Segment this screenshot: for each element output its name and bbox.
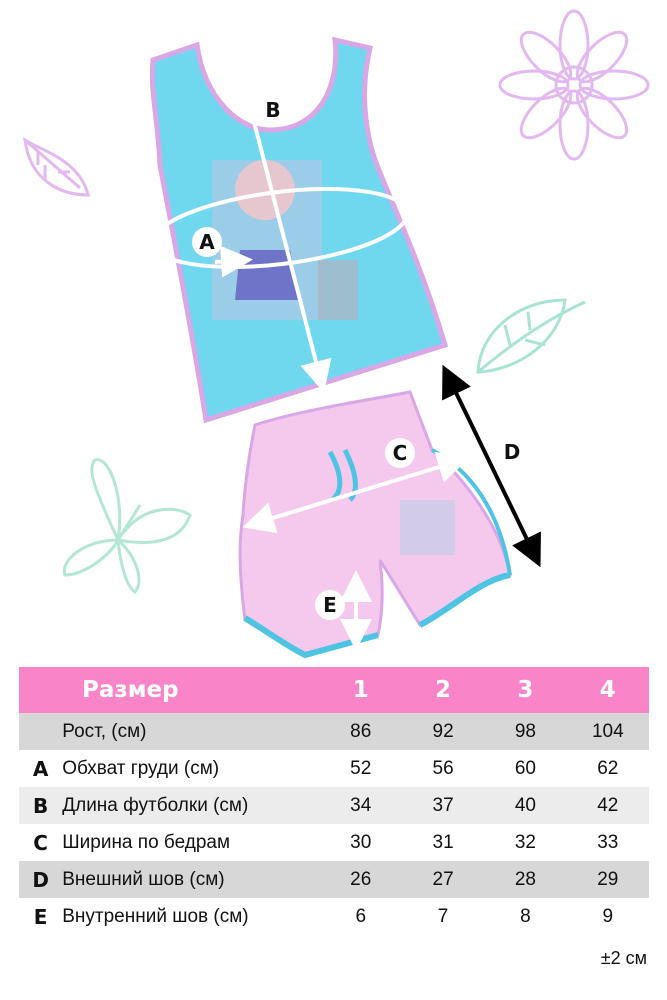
butterfly-decoration <box>62 458 192 595</box>
row-label: Внешний шов (см) <box>62 868 225 890</box>
leaf-decoration-right <box>476 298 586 374</box>
size-header-3: 3 <box>517 677 534 703</box>
row-label: Длина футболки (см) <box>62 794 249 816</box>
row-value: 30 <box>350 831 372 853</box>
row-value: 98 <box>514 720 536 742</box>
marker-a: A <box>192 227 222 257</box>
shorts-print <box>400 500 455 555</box>
table-row: E Внутренний шов (см) 6 7 8 9 <box>19 898 649 935</box>
row-value: 37 <box>432 794 454 816</box>
size-header-2: 2 <box>435 677 452 703</box>
row-value: 62 <box>597 757 619 779</box>
marker-d: D <box>497 437 527 467</box>
marker-c: C <box>385 438 415 468</box>
row-value: 31 <box>432 831 454 853</box>
row-value: 104 <box>591 720 624 742</box>
row-value: 26 <box>350 868 372 890</box>
row-letter: C <box>33 830 48 855</box>
row-value: 27 <box>432 868 454 890</box>
table-row: B Длина футболки (см) 34 37 40 42 <box>19 787 649 824</box>
row-value: 8 <box>520 905 531 927</box>
tank-top <box>149 36 449 424</box>
marker-e: E <box>315 590 345 620</box>
size-header-row: Размер 1 2 3 4 <box>19 667 649 713</box>
row-value: 52 <box>350 757 372 779</box>
row-value: 34 <box>350 794 372 816</box>
row-label: Обхват груди (см) <box>62 757 220 779</box>
row-label: Внутренний шов (см) <box>62 905 249 927</box>
tolerance-note: ±2 см <box>600 948 647 968</box>
row-value: 6 <box>355 905 367 927</box>
row-value: 33 <box>597 831 619 853</box>
row-letter: B <box>32 793 49 818</box>
table-row: A Обхват груди (см) 52 56 60 62 <box>19 750 649 787</box>
leaf-decoration-left <box>23 136 90 197</box>
row-value: 42 <box>597 794 619 816</box>
svg-text:C: C <box>393 441 408 465</box>
row-value: 86 <box>350 720 372 742</box>
row-value: 28 <box>514 868 536 890</box>
row-value: 32 <box>514 831 536 853</box>
flower-decoration <box>498 9 650 161</box>
row-value: 9 <box>602 905 614 927</box>
svg-text:A: A <box>199 230 215 254</box>
row-label: Ширина по бедрам <box>62 831 231 853</box>
table-row: C Ширина по бедрам 30 31 32 33 <box>19 824 649 861</box>
row-letter: E <box>33 904 48 929</box>
row-label: Рост, (см) <box>62 720 147 742</box>
size-table: Размер 1 2 3 4 Рост, (см) 86 92 98 104 A… <box>19 667 649 935</box>
size-header-4: 4 <box>599 677 616 703</box>
row-value: 7 <box>437 905 449 927</box>
row-letter: D <box>32 867 49 892</box>
garment-illustration: A B C D E <box>23 9 650 659</box>
row-value: 29 <box>597 868 619 890</box>
row-value: 60 <box>514 757 536 779</box>
measure-b-line <box>228 52 332 393</box>
row-value: 56 <box>432 757 454 779</box>
marker-b: B <box>258 95 288 125</box>
svg-text:B: B <box>265 98 280 122</box>
shorts <box>238 390 512 659</box>
row-value: 92 <box>432 720 454 742</box>
table-row: Рост, (см) 86 92 98 104 <box>19 713 649 750</box>
table-row: D Внешний шов (см) 26 27 28 29 <box>19 861 649 898</box>
size-header-1: 1 <box>352 677 369 703</box>
measure-d-line <box>442 364 541 568</box>
row-value: 40 <box>514 794 536 816</box>
measure-c-line <box>242 451 470 534</box>
svg-text:D: D <box>504 440 521 464</box>
row-letter <box>19 713 62 750</box>
svg-text:E: E <box>323 593 337 617</box>
size-header-label: Размер <box>82 677 179 703</box>
row-letter: A <box>32 756 49 781</box>
